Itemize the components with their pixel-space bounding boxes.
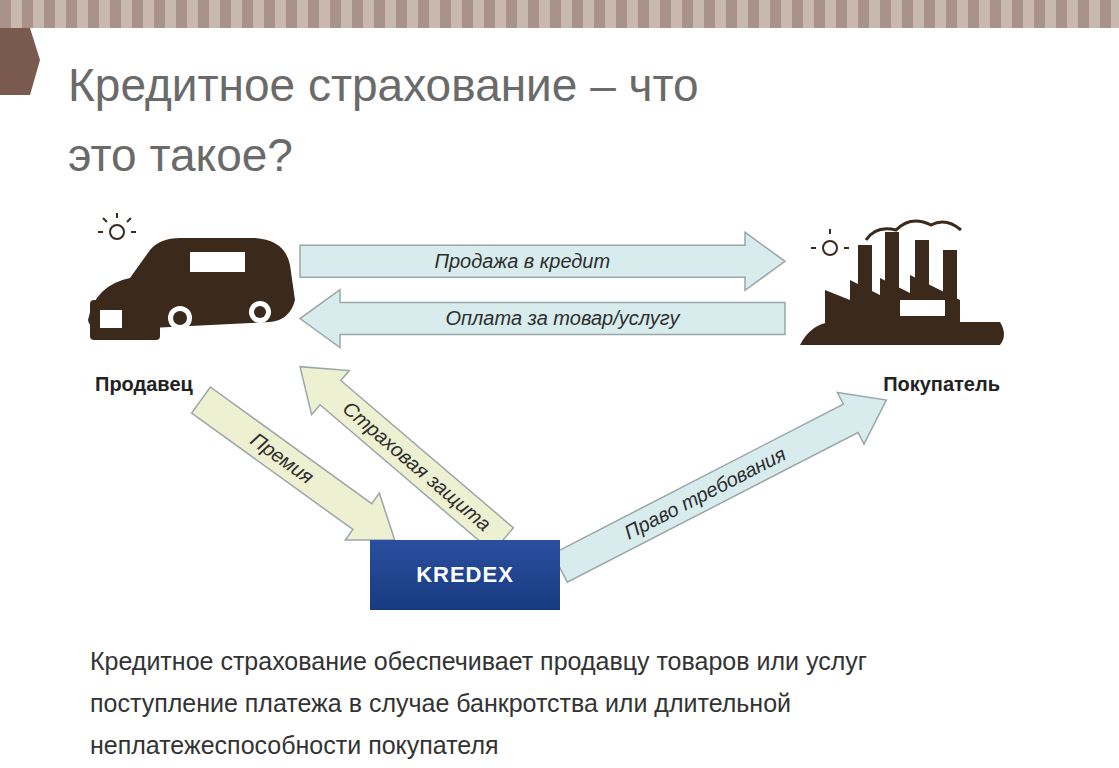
insurer-box: KREDEX (370, 540, 560, 610)
arrow-label: Оплата за товар/услугу (446, 307, 680, 330)
party-name: Продавец (95, 373, 193, 396)
caption-text: Кредитное страхование обеспечивает прода… (90, 640, 910, 766)
top-band (0, 0, 1119, 28)
block-arrow (300, 367, 513, 553)
logo-text: KREDEX (416, 562, 514, 588)
factory-icon (800, 221, 1004, 345)
party-name: Покупатель (883, 373, 1000, 396)
slide-title: Кредитное страхование – что это такое? (68, 50, 708, 190)
block-arrow (300, 290, 785, 348)
block-arrow (553, 393, 887, 583)
party-node: Покупатель (785, 215, 1010, 400)
party-node: Продавец (80, 215, 300, 400)
block-arrow (300, 232, 785, 290)
truck-icon (88, 213, 295, 340)
corner-tab (0, 28, 40, 95)
arrow-label: Право требования (621, 442, 790, 544)
arrow-label: Продажа в кредит (435, 250, 611, 273)
